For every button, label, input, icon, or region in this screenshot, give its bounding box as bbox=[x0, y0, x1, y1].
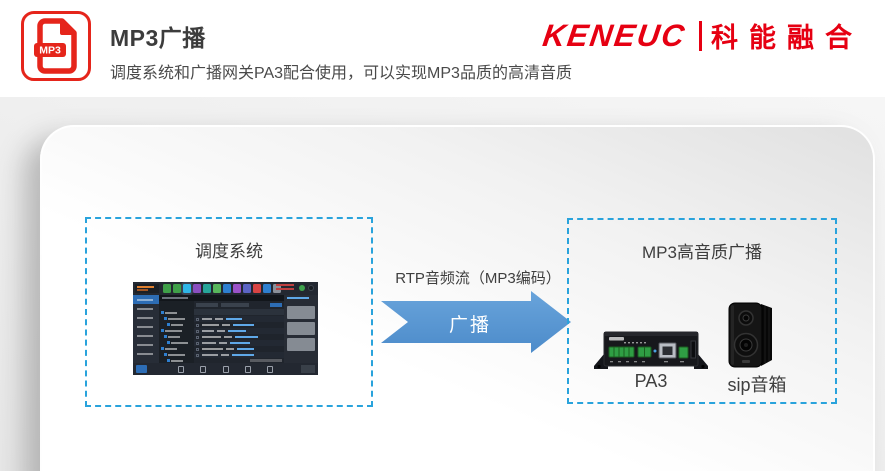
mp3-file-glyph: MP3 bbox=[34, 18, 77, 74]
mini-pagination bbox=[250, 359, 282, 362]
dispatch-system-box: 调度系统 bbox=[85, 217, 373, 407]
mini-table-header bbox=[194, 309, 284, 315]
broadcast-arrow-label: 广播 bbox=[448, 315, 491, 336]
mp3-badge-text: MP3 bbox=[39, 45, 61, 57]
mini-main-panel bbox=[194, 301, 284, 363]
mini-status-dot-dark bbox=[308, 285, 314, 291]
mini-status-dot-green bbox=[299, 285, 305, 291]
logo-divider bbox=[699, 20, 702, 51]
pa3-device-image bbox=[594, 331, 708, 369]
keneuc-wordmark: KENEUC bbox=[540, 17, 689, 53]
logo-chinese-name: 科能融合 bbox=[711, 23, 863, 53]
mini-bottom-icons bbox=[178, 365, 273, 373]
mini-table-rows bbox=[194, 316, 284, 358]
mp3-file-icon: MP3 bbox=[21, 11, 91, 81]
mini-subbar bbox=[159, 295, 318, 301]
mp3-broadcast-title: MP3高音质广播 bbox=[642, 243, 762, 262]
mp3-broadcast-box: MP3高音质广播 bbox=[567, 218, 837, 404]
mini-topbar bbox=[133, 282, 318, 295]
dispatch-system-title: 调度系统 bbox=[195, 242, 263, 261]
mini-bottom-bar bbox=[133, 363, 318, 375]
mini-logo bbox=[135, 284, 159, 293]
mini-right-panel bbox=[284, 295, 318, 363]
pa3-label: PA3 bbox=[634, 371, 668, 391]
dispatch-screenshot bbox=[133, 282, 318, 375]
brand-logo: KENEUC 科能融合 bbox=[540, 16, 863, 55]
broadcast-arrow bbox=[381, 291, 571, 353]
mini-sidebar bbox=[133, 295, 159, 363]
mini-filter-bar bbox=[194, 301, 284, 309]
sip-speaker-label: sip音箱 bbox=[727, 375, 787, 395]
header-bar: MP3 MP3广播 调度系统和广播网关PA3配合使用，可以实现MP3品质的高清音… bbox=[0, 0, 885, 100]
sip-speaker-image bbox=[728, 302, 772, 368]
page-subtitle: 调度系统和广播网关PA3配合使用，可以实现MP3品质的高清音质 bbox=[110, 65, 572, 82]
mini-alert-text bbox=[276, 284, 294, 291]
rtp-stream-label: RTP音频流（MP3编码） bbox=[395, 270, 561, 287]
mini-toolbar-icons bbox=[163, 284, 281, 293]
mini-tree-panel bbox=[159, 301, 194, 363]
page-title: MP3广播 bbox=[110, 25, 206, 51]
